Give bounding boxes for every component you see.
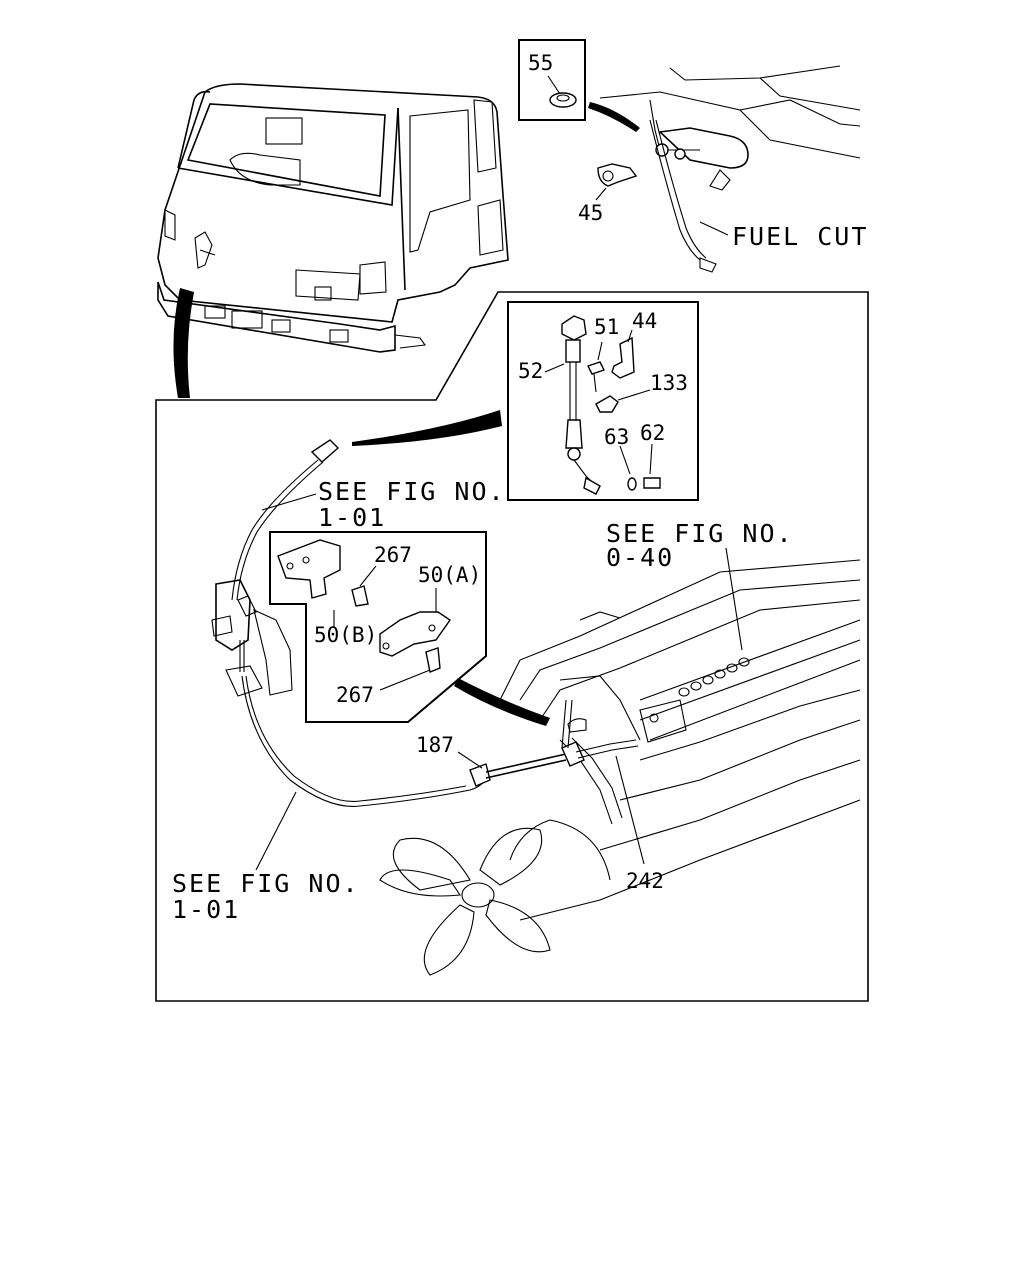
main-detail-frame: [155, 291, 869, 1002]
see-fig-ref-lower: SEE FIG NO.: [172, 869, 360, 898]
callout-267-lower: 267: [336, 683, 374, 707]
callout-44: 44: [632, 309, 657, 333]
callout-51: 51: [594, 315, 619, 339]
callout-50a: 50(A): [418, 563, 481, 587]
engine-block-illustration: [499, 559, 861, 921]
part-55-inset: 55: [518, 39, 640, 132]
callout-63: 63: [604, 425, 629, 449]
callout-45: 45: [578, 201, 603, 225]
see-fig-ref-lower-number: 1-01: [172, 895, 240, 924]
control-knob-inset: 52 51 44 133 63 62: [352, 301, 699, 501]
cable-upper-run: SEE FIG NO. 1-01: [231, 439, 506, 601]
injector-row: [678, 657, 750, 697]
fuel-cut-label: FUEL CUT: [732, 222, 868, 251]
lever-assembly-left: [211, 579, 293, 697]
callout-133: 133: [650, 371, 688, 395]
linkage-and-cable: 187 242: [241, 675, 664, 893]
callout-55: 55: [528, 51, 553, 75]
see-fig-ref-upper-number: 1-01: [318, 503, 386, 532]
bracket-inset: 267 50(B) 50(A) 267: [269, 531, 550, 726]
callout-50b: 50(B): [314, 623, 377, 647]
truck-cab-illustration: [157, 83, 509, 398]
see-fig-ref-engine: SEE FIG NO.: [606, 519, 794, 548]
callout-267-upper: 267: [374, 543, 412, 567]
callout-187: 187: [416, 733, 454, 757]
callout-62: 62: [640, 421, 665, 445]
see-fig-ref-engine-number: 0-40: [606, 543, 674, 572]
fuel-cut-lever-detail: 45 FUEL CUT: [578, 65, 868, 273]
callout-242: 242: [626, 869, 664, 893]
see-fig-ref-upper: SEE FIG NO.: [318, 477, 506, 506]
callout-52: 52: [518, 359, 543, 383]
cooling-fan-illustration: [379, 819, 611, 976]
